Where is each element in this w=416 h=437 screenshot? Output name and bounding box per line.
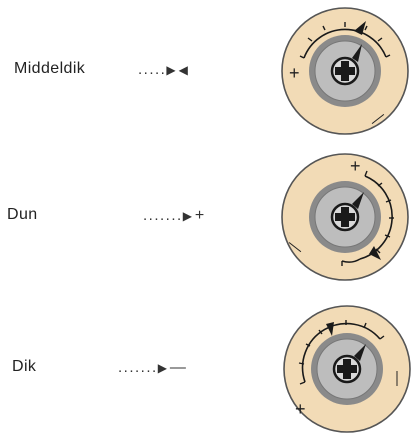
- arrow-right-icon: ▶: [157, 361, 167, 375]
- dial-dik: + —: [283, 305, 411, 433]
- pointer-triangle-icon: [369, 246, 381, 260]
- scale-arc: [303, 28, 387, 59]
- leader-dots: .......: [143, 207, 183, 224]
- leader-dots: .......: [118, 359, 158, 376]
- setting-row-middeldik: Middeldik .....▶◀ + —: [0, 0, 416, 135]
- dial-minus-label: —: [389, 371, 406, 386]
- knob-pointer-icon: [354, 344, 366, 361]
- screw-cross: [335, 61, 355, 81]
- screw-cross: [335, 207, 355, 227]
- leader-line: .....▶◀: [138, 61, 188, 78]
- scale-ticks: [299, 22, 391, 59]
- knob-pointer-icon: [352, 44, 362, 62]
- setting-label: Dik: [12, 358, 37, 375]
- scale-ticks: [341, 170, 394, 266]
- leader-line: .......▶+: [143, 207, 204, 225]
- setting-row-dik: Dik .......▶— + —: [0, 300, 416, 433]
- arrow-right-icon: ▶: [182, 209, 192, 223]
- setting-symbol: ◀: [178, 63, 188, 77]
- leader-dots: .....: [138, 61, 167, 78]
- scale-arc: [301, 322, 381, 383]
- setting-label: Dun: [7, 206, 38, 223]
- leader-line: .......▶—: [118, 359, 186, 377]
- knob-pointer-icon: [352, 192, 364, 209]
- dial-plus-label: +: [289, 63, 300, 83]
- setting-symbol: +: [194, 207, 205, 224]
- pointer-triangle-icon: [326, 322, 334, 336]
- setting-label: Middeldik: [14, 60, 86, 77]
- setting-symbol: —: [169, 359, 186, 376]
- arrow-right-icon: ▶: [166, 63, 176, 77]
- dial-plus-label: +: [350, 156, 361, 176]
- pointer-triangle-icon: [354, 21, 366, 35]
- scale-arc-lower: [341, 258, 361, 263]
- setting-row-dun: Dun .......▶+ + —: [0, 148, 416, 281]
- dial-middeldik: + —: [281, 7, 409, 135]
- scale-ticks: [298, 320, 385, 385]
- dial-plus-label: +: [295, 399, 306, 419]
- dial-dun: + —: [281, 153, 409, 281]
- screw-cross: [337, 359, 357, 379]
